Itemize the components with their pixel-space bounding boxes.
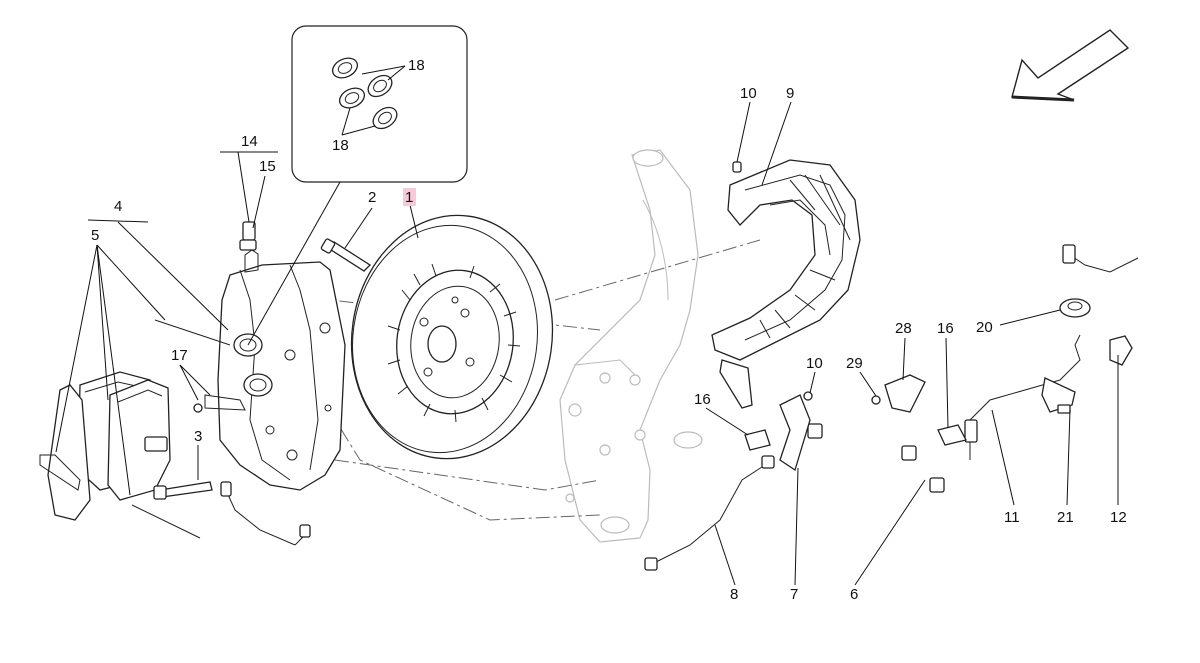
front-direction-arrow-icon bbox=[1011, 29, 1130, 102]
caliper-bolts bbox=[131, 221, 372, 539]
leader-lines bbox=[55, 101, 1119, 586]
small-brackets bbox=[744, 298, 1133, 472]
callout-15: 15 bbox=[259, 158, 276, 175]
callout-2: 2 bbox=[368, 189, 376, 206]
callout-4: 4 bbox=[114, 198, 122, 215]
callout-3: 3 bbox=[194, 428, 202, 445]
callout-21: 21 bbox=[1057, 509, 1074, 526]
callout-9: 9 bbox=[786, 85, 794, 102]
callout-8: 8 bbox=[730, 586, 738, 603]
callout-28: 28 bbox=[895, 320, 912, 337]
highlight-box bbox=[403, 188, 416, 206]
callout-17: 17 bbox=[171, 347, 188, 364]
steering-knuckle bbox=[559, 149, 703, 543]
seal-kit-inset bbox=[247, 25, 468, 346]
callout-29: 29 bbox=[846, 355, 863, 372]
callout-7: 7 bbox=[790, 586, 798, 603]
brake-lines bbox=[220, 244, 1139, 571]
callout-6: 6 bbox=[850, 586, 858, 603]
callout-5: 5 bbox=[91, 227, 99, 244]
callout-1: 1 bbox=[405, 189, 413, 206]
brake-pads bbox=[39, 371, 171, 521]
callout-18-bottom: 18 bbox=[332, 137, 349, 154]
callout-20: 20 bbox=[976, 319, 993, 336]
brake-caliper bbox=[217, 249, 346, 491]
callout-10-bracket: 10 bbox=[806, 355, 823, 372]
callout-labels: 1 2 3 4 5 6 7 8 9 10 10 11 12 14 15 16 1… bbox=[91, 57, 1127, 603]
callout-18-top: 18 bbox=[408, 57, 425, 74]
brake-disc bbox=[350, 214, 554, 460]
callout-14: 14 bbox=[241, 133, 258, 150]
callout-16-left: 16 bbox=[694, 391, 711, 408]
callout-16-right: 16 bbox=[937, 320, 954, 337]
brake-dust-shield bbox=[711, 159, 861, 409]
callout-10-shield: 10 bbox=[740, 85, 757, 102]
callout-11: 11 bbox=[1004, 509, 1020, 526]
callout-12: 12 bbox=[1110, 509, 1127, 526]
